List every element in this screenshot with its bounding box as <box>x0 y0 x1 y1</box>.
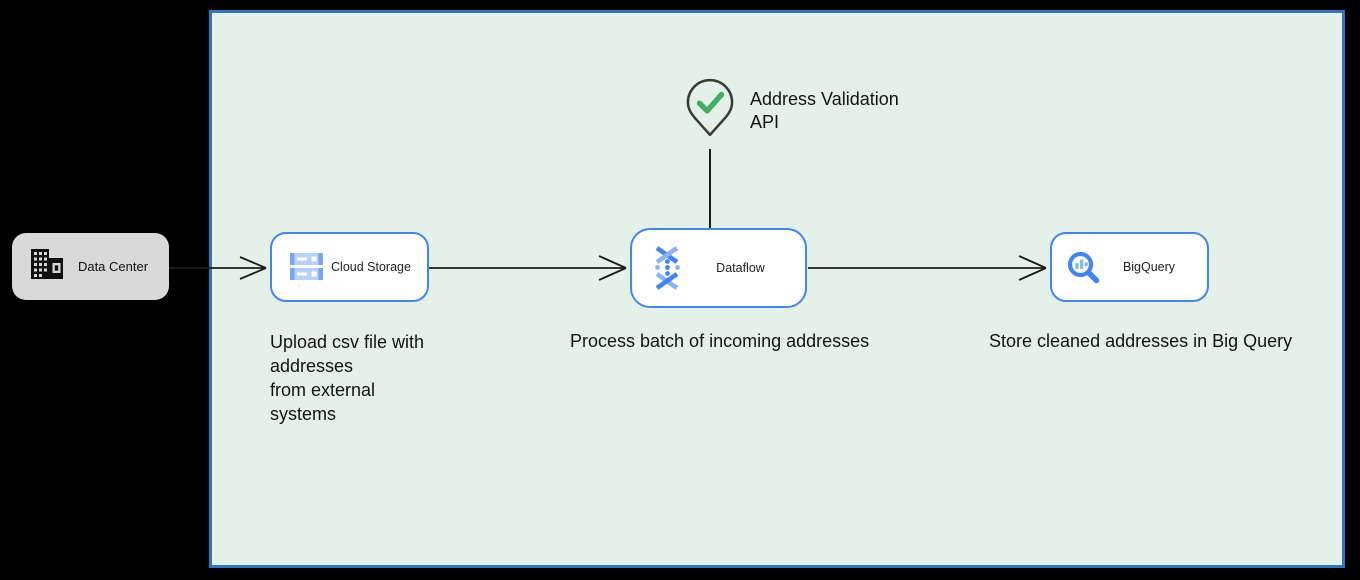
map-pin-check-icon <box>686 78 734 143</box>
bigquery-label: BigQuery <box>1122 260 1176 274</box>
cloud-storage-label: Cloud Storage <box>331 260 411 274</box>
dataflow-node[interactable]: Dataflow <box>630 228 807 308</box>
cloud-storage-node[interactable]: Cloud Storage <box>270 232 429 302</box>
cloud-storage-icon <box>288 252 325 282</box>
bigquery-node[interactable]: BigQuery <box>1050 232 1209 302</box>
dataflow-label: Dataflow <box>716 261 765 275</box>
building-icon <box>29 248 65 285</box>
data-center-node[interactable]: Data Center <box>12 233 169 300</box>
dataflow-icon <box>649 246 686 290</box>
bigquery-icon <box>1066 250 1101 285</box>
caption-store-bigquery: Store cleaned addresses in Big Query <box>989 331 1293 351</box>
data-center-label: Data Center <box>77 259 149 274</box>
caption-process-batch: Process batch of incoming addresses <box>570 331 870 351</box>
address-validation-api-label: Address Validation API <box>750 89 899 132</box>
caption-upload-csv: Upload csv file with addresses from exte… <box>270 332 425 424</box>
